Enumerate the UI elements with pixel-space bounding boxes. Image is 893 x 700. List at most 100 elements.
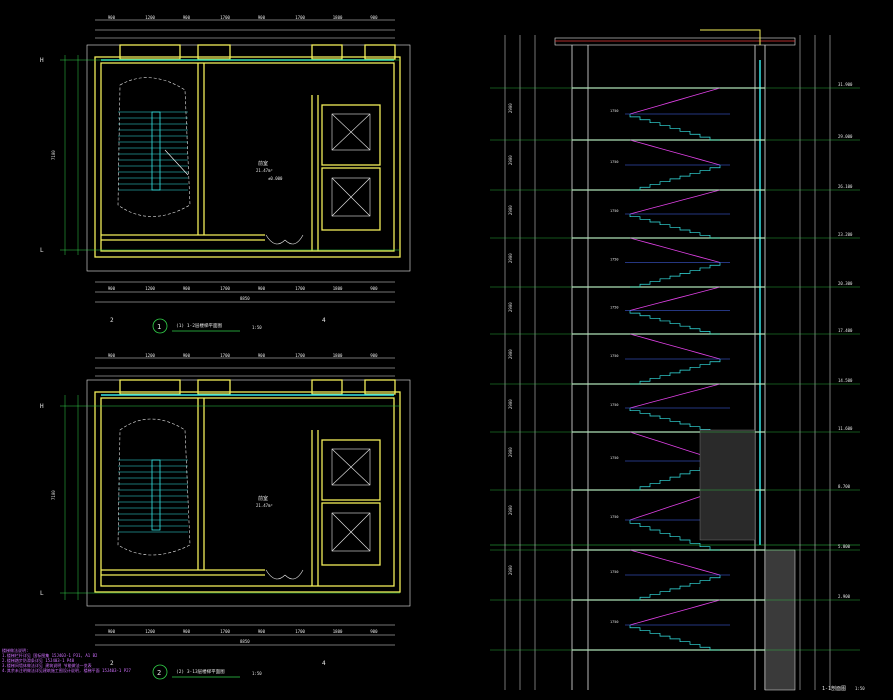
- plan-2-number: 2: [157, 669, 161, 677]
- dimension-label: 900: [183, 353, 191, 358]
- stair-flight-cyan: [629, 214, 720, 239]
- dimension-label: 900: [258, 629, 266, 634]
- plan-1: 900 1200 900 1700 900 1700 1800 900: [40, 15, 411, 334]
- dimension-label: 900: [370, 15, 378, 20]
- dimension-label: 1700: [295, 353, 305, 358]
- level-label: 29.000: [838, 134, 853, 139]
- dimension-label: 1800: [333, 629, 343, 634]
- plan-1-axis-2: 2: [110, 317, 114, 324]
- dimension-label: 1800: [333, 15, 343, 20]
- stair-flight-magenta: [629, 549, 721, 576]
- flight-dim-label: 1750: [610, 354, 618, 358]
- flight-dim-label: 1750: [610, 403, 618, 407]
- flight-dim-label: 1750: [610, 258, 618, 262]
- level-label: 17.400: [838, 328, 853, 333]
- plan-2-stair-arc: [117, 418, 191, 556]
- stair-flight-cyan: [630, 262, 721, 288]
- dimension-label: 1700: [220, 286, 230, 291]
- section-roof-parapet: [700, 29, 761, 45]
- stair-flight-magenta: [629, 237, 721, 263]
- plan-2-room-label: 前室: [258, 495, 268, 502]
- flight-dim-label: 1750: [610, 306, 618, 310]
- dimension-label: 1700: [220, 353, 230, 358]
- plan-2-stair-well: [151, 459, 161, 531]
- design-notes: 楼梯做法说明: 1.楼梯栏杆详见 国标图集 15J403-1 P31, A1 B…: [2, 648, 131, 673]
- section-dim-label: 2900: [508, 103, 513, 113]
- note-line: 1.楼梯栏杆详见 国标图集 15J403-1 P31, A1 B2: [2, 653, 98, 658]
- section-stair-flights: 1750175017501750175017501750175017501750…: [610, 87, 730, 651]
- plan-2-axis-4: 4: [322, 660, 326, 667]
- stair-flight-magenta: [629, 286, 721, 311]
- note-line: 3.楼梯间墙体做法详见 建筑说明 节能做法一览表: [2, 663, 92, 668]
- dimension-label: 1200: [145, 15, 155, 20]
- dimension-label: 1200: [145, 353, 155, 358]
- section-1-1: 1750175017501750175017501750175017501750…: [490, 29, 865, 692]
- plan-1-walls: [94, 44, 401, 258]
- stair-flight-cyan: [629, 114, 720, 141]
- section-walls: [571, 45, 766, 690]
- level-label: 5.800: [838, 544, 851, 549]
- plan-1-arrow: [164, 149, 189, 176]
- dimension-label: 900: [258, 353, 266, 358]
- flight-dim-label: 1750: [610, 456, 618, 460]
- dimension-label: 1700: [295, 629, 305, 634]
- section-scale: 1:50: [855, 686, 865, 691]
- level-label: 26.100: [838, 184, 853, 189]
- section-level-markers: 2.9005.8008.70011.60014.50017.40020.3002…: [490, 82, 860, 651]
- plan-1-axis-lines: [60, 55, 400, 255]
- stair-flight-magenta: [629, 333, 721, 360]
- stair-flight-cyan: [630, 575, 721, 601]
- dimension-label: 1700: [295, 15, 305, 20]
- stair-flight-cyan: [629, 520, 720, 551]
- section-dim-label: 2900: [508, 349, 513, 359]
- plan-2-axis-l: L: [40, 590, 44, 597]
- plan-2-bottom-dimensions: [95, 624, 395, 646]
- dimension-label: 1700: [220, 629, 230, 634]
- dimension-label: 900: [370, 629, 378, 634]
- section-dim-label: 2900: [508, 505, 513, 515]
- plan-1-title: (1) 1-2层楼梯平面图: [176, 322, 222, 329]
- dimension-label: 900: [183, 15, 191, 20]
- plan-2-title-circle: [152, 664, 168, 680]
- plan-2-bottom-total: 8850: [240, 639, 250, 644]
- plan-1-bottom-total: 8850: [240, 296, 250, 301]
- plan-1-axis-h: H: [40, 57, 44, 64]
- stair-flight-cyan: [630, 165, 721, 191]
- section-dim-label: 2900: [508, 205, 513, 215]
- dimension-label: 900: [370, 353, 378, 358]
- flight-dim-label: 1750: [610, 570, 618, 574]
- section-dim-label: 2900: [508, 565, 513, 575]
- section-dim-label: 2900: [508, 155, 513, 165]
- stair-flight-cyan: [630, 359, 721, 385]
- stair-flight-magenta: [629, 87, 721, 115]
- level-label: 31.900: [838, 82, 853, 87]
- section-dimension-lines: [504, 35, 831, 690]
- flight-dim-label: 1750: [610, 160, 618, 164]
- dimension-label: 900: [258, 15, 266, 20]
- plan-1-stair-treads: [118, 111, 188, 191]
- note-line: 楼梯做法说明:: [2, 648, 29, 653]
- section-ground-hatch: [764, 549, 796, 691]
- plan-1-door: [265, 234, 304, 245]
- plan-2-top-dimensions: [95, 357, 395, 377]
- level-label: 8.700: [838, 484, 851, 489]
- plan-1-top-dimensions: [95, 19, 395, 39]
- plan-1-left-dim: 7100: [51, 150, 56, 160]
- dimension-label: 900: [258, 286, 266, 291]
- plan-1-axis-4: 4: [322, 317, 326, 324]
- level-label: 14.500: [838, 378, 853, 383]
- plan-1-stair-well: [151, 111, 161, 191]
- dimension-label: 900: [370, 286, 378, 291]
- stair-flight-magenta: [629, 383, 721, 409]
- plan-1-number: 1: [157, 323, 161, 331]
- note-line: 2.楼梯踏步防滑条详见 15J403-1 P40: [2, 658, 75, 663]
- dimension-label: 900: [108, 15, 116, 20]
- plan-1-scale: 1:50: [252, 325, 262, 330]
- stair-flight-magenta: [629, 139, 721, 166]
- flight-dim-label: 1750: [610, 620, 618, 624]
- dimension-label: 900: [108, 629, 116, 634]
